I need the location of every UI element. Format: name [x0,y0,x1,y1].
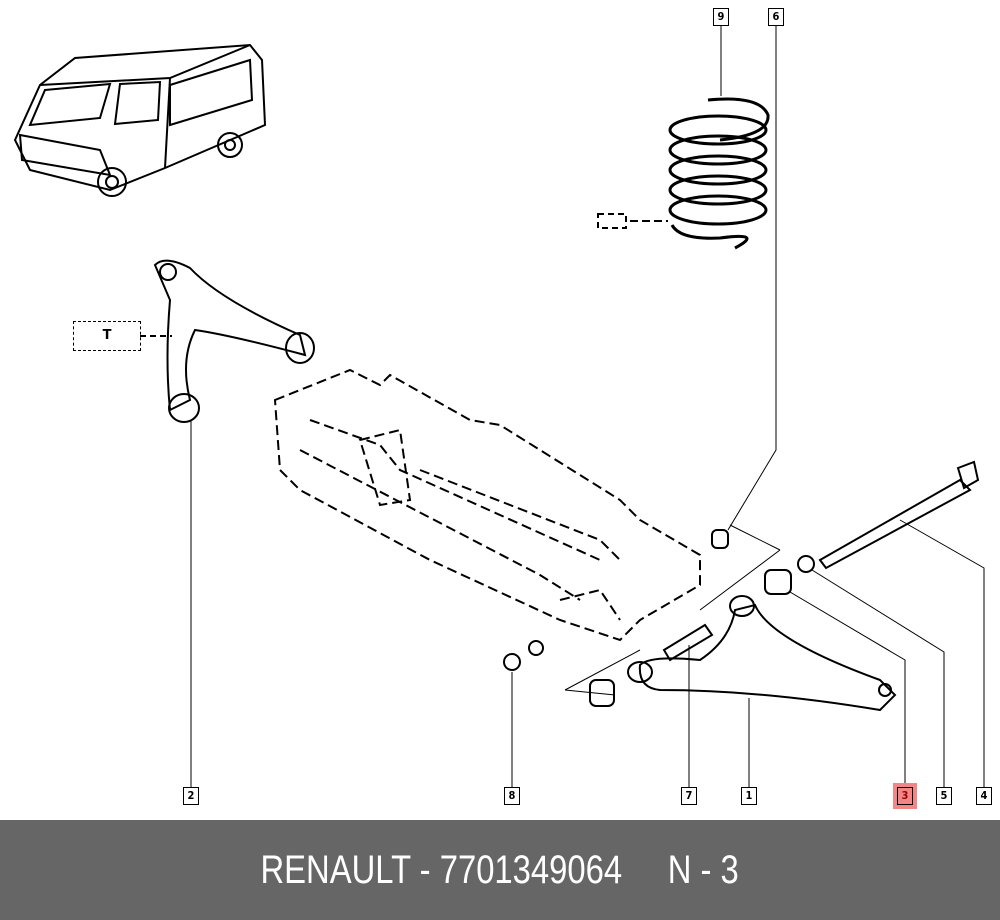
lower-arm-left [140,259,315,423]
bushing-3 [764,569,792,595]
callout-5[interactable]: 5 [936,787,952,805]
coil-spring [668,97,770,250]
callout-4[interactable]: 4 [976,787,992,805]
diagram-drawing [13,25,985,788]
reference-box-t[interactable]: T [73,321,141,351]
leader-lines [190,25,985,788]
footer-text: RENAULT - 7701349064 N - 3 [260,847,740,892]
callout-8[interactable]: 8 [504,787,520,805]
bolt-4 [818,478,972,570]
van-illustration [13,43,267,197]
callout-3-highlighted[interactable]: 3 [897,787,913,805]
callout-1[interactable]: 1 [741,787,757,805]
callout-7[interactable]: 7 [681,787,697,805]
callout-6[interactable]: 6 [768,8,784,26]
pin-7 [662,623,714,662]
subframe-outline [273,368,701,642]
callout-9[interactable]: 9 [713,8,729,26]
spring-reference-box [597,213,627,229]
part-number-footer: RENAULT - 7701349064 N - 3 [0,820,1000,920]
washer-5 [797,555,815,573]
hardware [503,460,980,707]
lower-arm-right [627,595,897,712]
nut-8 [503,653,521,671]
callout-2[interactable]: 2 [183,787,199,805]
bushing-6 [711,529,729,549]
